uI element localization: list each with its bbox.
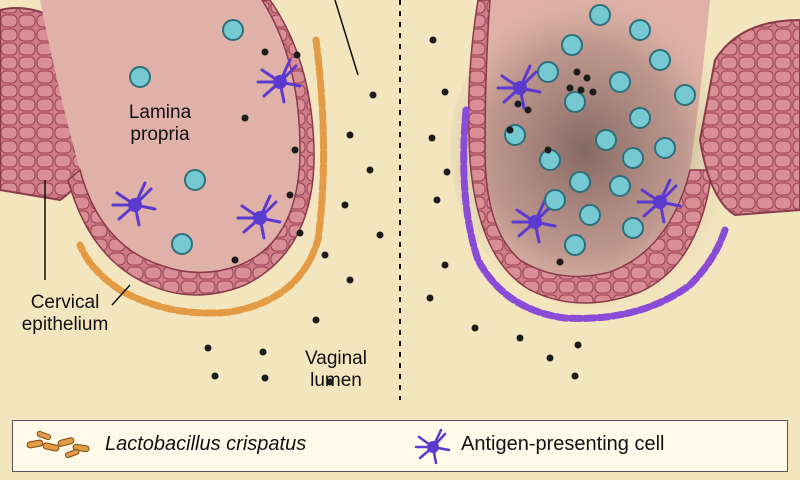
- immune-cell: [565, 92, 585, 112]
- immune-cell: [570, 172, 590, 192]
- immune-cell: [596, 130, 616, 150]
- immune-cell: [580, 205, 600, 225]
- immune-cell: [650, 50, 670, 70]
- leader-line: [335, 0, 358, 75]
- lamina-propria-label: Lamina propria: [105, 102, 215, 146]
- immune-cell: [130, 67, 150, 87]
- immune-cell: [630, 108, 650, 128]
- right-panel: [450, 0, 800, 318]
- immune-cell: [675, 85, 695, 105]
- immune-cell: [540, 150, 560, 170]
- legend: Lactobacillus crispatus Antigen-presenti…: [12, 420, 788, 472]
- immune-cell: [562, 35, 582, 55]
- immune-cell: [610, 176, 630, 196]
- legend-apc-label: Antigen-presenting cell: [461, 433, 664, 456]
- immune-cell: [623, 148, 643, 168]
- immune-cell: [223, 20, 243, 40]
- immune-cell: [655, 138, 675, 158]
- immune-cell: [590, 5, 610, 25]
- immune-cell: [538, 62, 558, 82]
- immune-cell: [565, 235, 585, 255]
- left-panel: [0, 0, 358, 313]
- immune-cell: [630, 20, 650, 40]
- cervical-epithelium-label: Cervical epithelium: [10, 292, 120, 336]
- immune-cell: [610, 72, 630, 92]
- immune-cell: [545, 190, 565, 210]
- lactobacillus-icon: [23, 431, 103, 461]
- vaginal-lumen-label: Vaginal lumen: [290, 348, 382, 392]
- cervix-diagram: [0, 0, 800, 420]
- immune-cell: [185, 170, 205, 190]
- immune-cell: [172, 234, 192, 254]
- immune-cell: [623, 218, 643, 238]
- legend-lactobacillus-label: Lactobacillus crispatus: [105, 433, 306, 456]
- antigen-presenting-cell-icon: [413, 427, 453, 467]
